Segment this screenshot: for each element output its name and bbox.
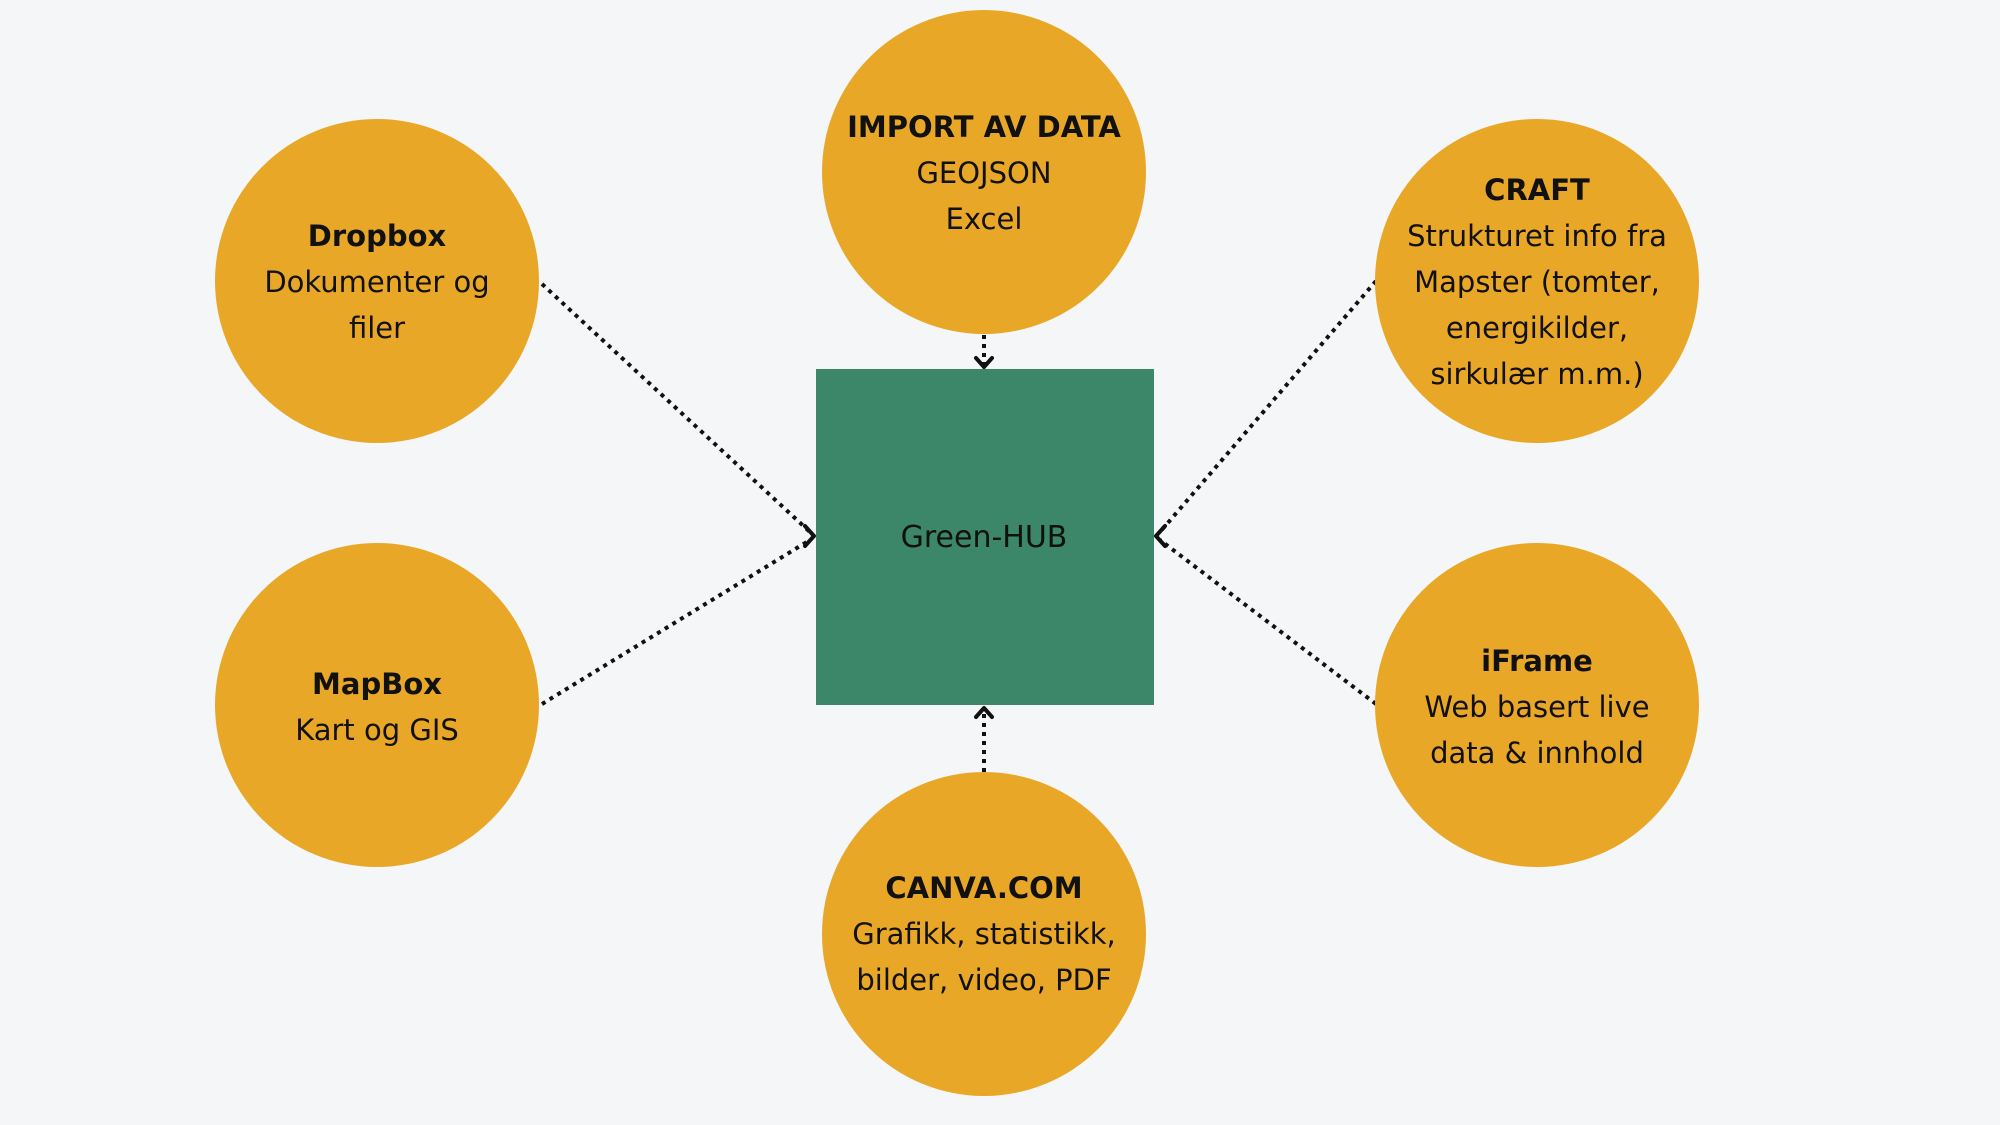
node-iframe[interactable]: iFrame Web basert live data & innhold	[1375, 543, 1699, 867]
arrowhead-import	[974, 356, 994, 369]
node-title: IMPORT AV DATA	[847, 110, 1121, 144]
node-circle	[215, 119, 539, 443]
node-title: CRAFT	[1484, 173, 1590, 207]
node-line: bilder, video, PDF	[856, 963, 1111, 997]
node-circle	[822, 772, 1146, 1096]
arrowhead-left	[803, 524, 816, 548]
arrowhead-canva	[974, 706, 994, 719]
node-line: Kart og GIS	[295, 713, 459, 747]
node-title: CANVA.COM	[885, 871, 1082, 905]
node-line: filer	[349, 311, 405, 345]
node-line: Mapster (tomter,	[1414, 265, 1660, 299]
node-craft[interactable]: CRAFT Strukturet info fra Mapster (tomte…	[1375, 119, 1699, 443]
edge-craft-hub	[1158, 279, 1378, 534]
node-circle	[822, 10, 1146, 334]
edge-iframe-hub	[1158, 538, 1378, 706]
node-line: Excel	[946, 202, 1023, 236]
node-circle	[1375, 119, 1699, 443]
node-line: Dokumenter og	[264, 265, 489, 299]
edge-dropbox-hub	[540, 282, 812, 534]
node-line: Grafikk, statistikk,	[852, 917, 1115, 951]
node-line: Web basert live	[1424, 690, 1649, 724]
connectors	[540, 279, 1378, 772]
node-dropbox[interactable]: Dropbox Dokumenter og filer	[215, 119, 539, 443]
node-circle	[1375, 543, 1699, 867]
node-line: sirkulær m.m.)	[1430, 357, 1643, 391]
hub-node[interactable]: Green-HUB	[816, 369, 1154, 705]
hub-label: Green-HUB	[901, 520, 1068, 555]
node-title: Dropbox	[308, 219, 447, 253]
node-import[interactable]: IMPORT AV DATA GEOJSON Excel	[822, 10, 1146, 334]
node-title: MapBox	[312, 667, 442, 701]
edge-mapbox-hub	[540, 538, 812, 706]
arrowheads	[803, 356, 1167, 719]
node-title: iFrame	[1481, 644, 1593, 678]
node-line: data & innhold	[1430, 736, 1644, 770]
node-mapbox[interactable]: MapBox Kart og GIS	[215, 543, 539, 867]
node-line: GEOJSON	[916, 156, 1051, 190]
node-line: energikilder,	[1446, 311, 1628, 345]
arrowhead-right	[1154, 524, 1167, 548]
node-circle	[215, 543, 539, 867]
node-canva[interactable]: CANVA.COM Grafikk, statistikk, bilder, v…	[822, 772, 1146, 1096]
node-line: Strukturet info fra	[1407, 219, 1667, 253]
hub-box	[816, 369, 1154, 705]
